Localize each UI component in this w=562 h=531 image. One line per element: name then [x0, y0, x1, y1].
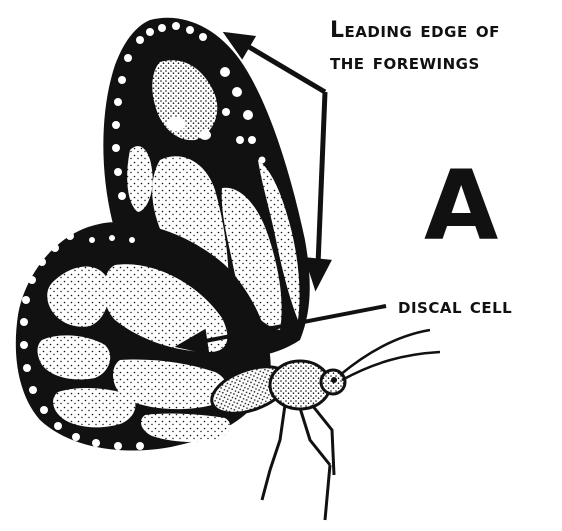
antenna-lower — [342, 352, 440, 380]
leading-edge-label-line1: Leading edge of — [330, 20, 500, 42]
discal-cell-label: discal cell — [398, 296, 512, 317]
antenna-upper — [340, 330, 430, 375]
legs — [262, 405, 334, 520]
leading-edge-label-line2: the forewings — [330, 52, 480, 74]
panel-letter: A — [424, 158, 498, 254]
